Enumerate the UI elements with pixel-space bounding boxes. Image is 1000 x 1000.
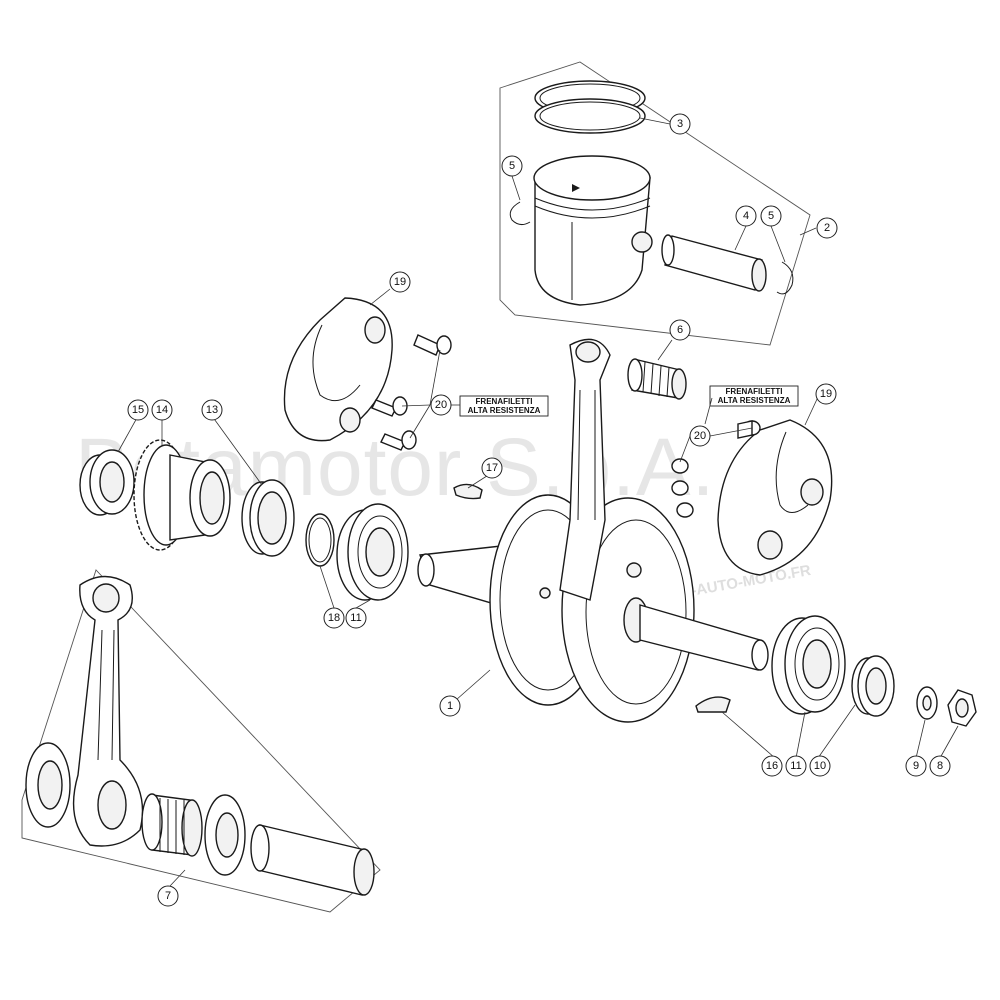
piston bbox=[533, 155, 653, 306]
note-right-line1: FRENAFILETTI bbox=[726, 387, 783, 396]
threadlock-note-left: FRENAFILETTI ALTA RESISTENZA bbox=[459, 395, 549, 417]
callout-1: 1 bbox=[439, 695, 461, 717]
svg-text:1: 1 bbox=[447, 700, 453, 712]
svg-text:11: 11 bbox=[350, 612, 361, 624]
thrust-washer-right bbox=[204, 794, 246, 876]
threadlock-note-right: FRENAFILETTI ALTA RESISTENZA bbox=[709, 385, 799, 407]
callout-9: 9 bbox=[905, 755, 927, 777]
svg-text:4: 4 bbox=[743, 210, 749, 222]
svg-text:10: 10 bbox=[814, 760, 826, 772]
note-right-line2: ALTA RESISTENZA bbox=[718, 396, 791, 405]
crank-nut-left bbox=[79, 449, 135, 516]
callout-15: 15 bbox=[127, 399, 149, 421]
callout-17: 17 bbox=[481, 457, 503, 479]
callout-11-right: 11 bbox=[785, 755, 807, 777]
small-end-needle-bearing bbox=[627, 358, 687, 400]
svg-text:16: 16 bbox=[766, 760, 778, 772]
svg-text:7: 7 bbox=[165, 890, 171, 902]
callout-6: 6 bbox=[669, 319, 691, 341]
svg-text:14: 14 bbox=[156, 404, 168, 416]
callout-7: 7 bbox=[157, 885, 179, 907]
screws-left bbox=[371, 334, 452, 451]
callout-19-right: 19 bbox=[815, 383, 837, 405]
svg-text:19: 19 bbox=[394, 276, 406, 288]
shim-ring-left bbox=[305, 513, 335, 567]
svg-text:2: 2 bbox=[824, 222, 830, 234]
left-crank-web bbox=[283, 297, 393, 442]
svg-text:18: 18 bbox=[328, 612, 340, 624]
oil-seal-right bbox=[851, 655, 895, 717]
svg-text:20: 20 bbox=[435, 399, 447, 411]
main-bearing-left bbox=[336, 503, 409, 601]
svg-text:5: 5 bbox=[509, 160, 515, 172]
svg-text:5: 5 bbox=[768, 210, 774, 222]
piston-rings bbox=[534, 80, 646, 134]
callout-19-left: 19 bbox=[389, 271, 411, 293]
big-end-needle-bearing bbox=[141, 793, 203, 857]
arrow-mark-icon bbox=[572, 184, 580, 192]
callout-11-left: 11 bbox=[345, 607, 367, 629]
callout-13: 13 bbox=[201, 399, 223, 421]
crankshaft-assembly bbox=[417, 338, 769, 723]
svg-text:11: 11 bbox=[790, 760, 801, 772]
leader-lines bbox=[117, 117, 959, 887]
svg-text:19: 19 bbox=[820, 388, 832, 400]
svg-text:15: 15 bbox=[132, 404, 144, 416]
callout-5-left: 5 bbox=[501, 155, 523, 177]
callout-20-left: 20 bbox=[430, 394, 452, 416]
connecting-rod bbox=[72, 575, 144, 847]
note-left-line1: FRENAFILETTI bbox=[476, 397, 533, 406]
callout-5-right: 5 bbox=[760, 205, 782, 227]
washer bbox=[916, 686, 938, 720]
callout-3: 3 bbox=[669, 113, 691, 135]
circlip-right bbox=[776, 261, 794, 295]
svg-text:3: 3 bbox=[677, 118, 683, 130]
main-bearing-right bbox=[771, 615, 846, 715]
svg-text:9: 9 bbox=[913, 760, 919, 772]
callout-8: 8 bbox=[929, 755, 951, 777]
svg-text:20: 20 bbox=[694, 430, 706, 442]
right-crank-web bbox=[717, 419, 833, 576]
primary-gear bbox=[133, 439, 231, 551]
piston-pin bbox=[661, 234, 767, 292]
crank-nut-right bbox=[947, 689, 977, 727]
callout-16: 16 bbox=[761, 755, 783, 777]
screws-right bbox=[671, 420, 761, 518]
note-left-line2: ALTA RESISTENZA bbox=[468, 406, 541, 415]
callout-2: 2 bbox=[816, 217, 838, 239]
woodruff-key-bottom bbox=[695, 696, 731, 713]
piston-kit-frame bbox=[499, 61, 811, 346]
callout-20-right: 20 bbox=[689, 425, 711, 447]
svg-text:8: 8 bbox=[937, 760, 943, 772]
svg-text:13: 13 bbox=[206, 404, 218, 416]
thrust-washer-left bbox=[25, 742, 71, 828]
callout-10: 10 bbox=[809, 755, 831, 777]
callout-14: 14 bbox=[151, 399, 173, 421]
circlip-left bbox=[509, 201, 531, 226]
svg-text:6: 6 bbox=[677, 324, 683, 336]
callout-4: 4 bbox=[735, 205, 757, 227]
woodruff-key-top bbox=[453, 483, 483, 500]
oil-seal-left bbox=[241, 479, 295, 557]
callout-18: 18 bbox=[323, 607, 345, 629]
crank-pin bbox=[250, 824, 375, 896]
svg-text:17: 17 bbox=[486, 462, 498, 474]
